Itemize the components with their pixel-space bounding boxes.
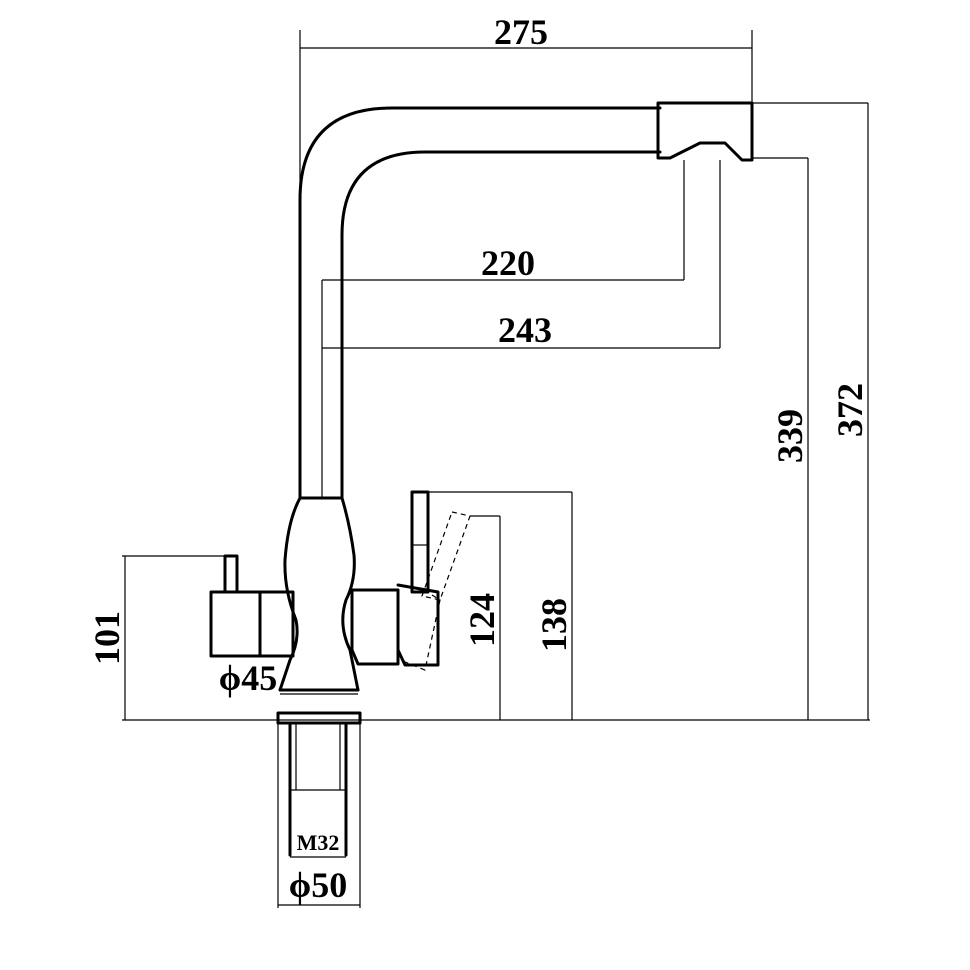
dimension-lines <box>122 30 870 908</box>
main-body-right <box>340 496 360 692</box>
dim-101: 101 <box>87 611 127 665</box>
left-handle-block <box>209 590 295 658</box>
dim-220: 220 <box>481 243 535 283</box>
right-lever <box>410 490 430 594</box>
aerator-head <box>656 101 754 162</box>
base-plate <box>276 711 362 725</box>
spout-inner <box>340 150 662 500</box>
dim-phi50: ϕ50 <box>289 865 347 905</box>
dim-phi45: ϕ45 <box>219 658 277 698</box>
right-handle-block <box>350 588 400 666</box>
right-handle-cap <box>396 583 440 667</box>
right-lever-alt-position <box>399 511 471 671</box>
left-lever <box>223 554 239 594</box>
dimension-labels: 275 220 243 339 372 138 124 101 ϕ45 M32 … <box>87 12 870 905</box>
main-body <box>278 496 302 692</box>
dim-339: 339 <box>770 409 810 463</box>
dim-124: 124 <box>462 593 502 647</box>
dim-372: 372 <box>830 383 870 437</box>
dim-243: 243 <box>498 310 552 350</box>
dim-m32: M32 <box>297 830 340 855</box>
spout-outer <box>298 106 662 500</box>
dim-138: 138 <box>534 598 574 652</box>
dim-275: 275 <box>494 12 548 52</box>
faucet-outline <box>209 101 754 857</box>
